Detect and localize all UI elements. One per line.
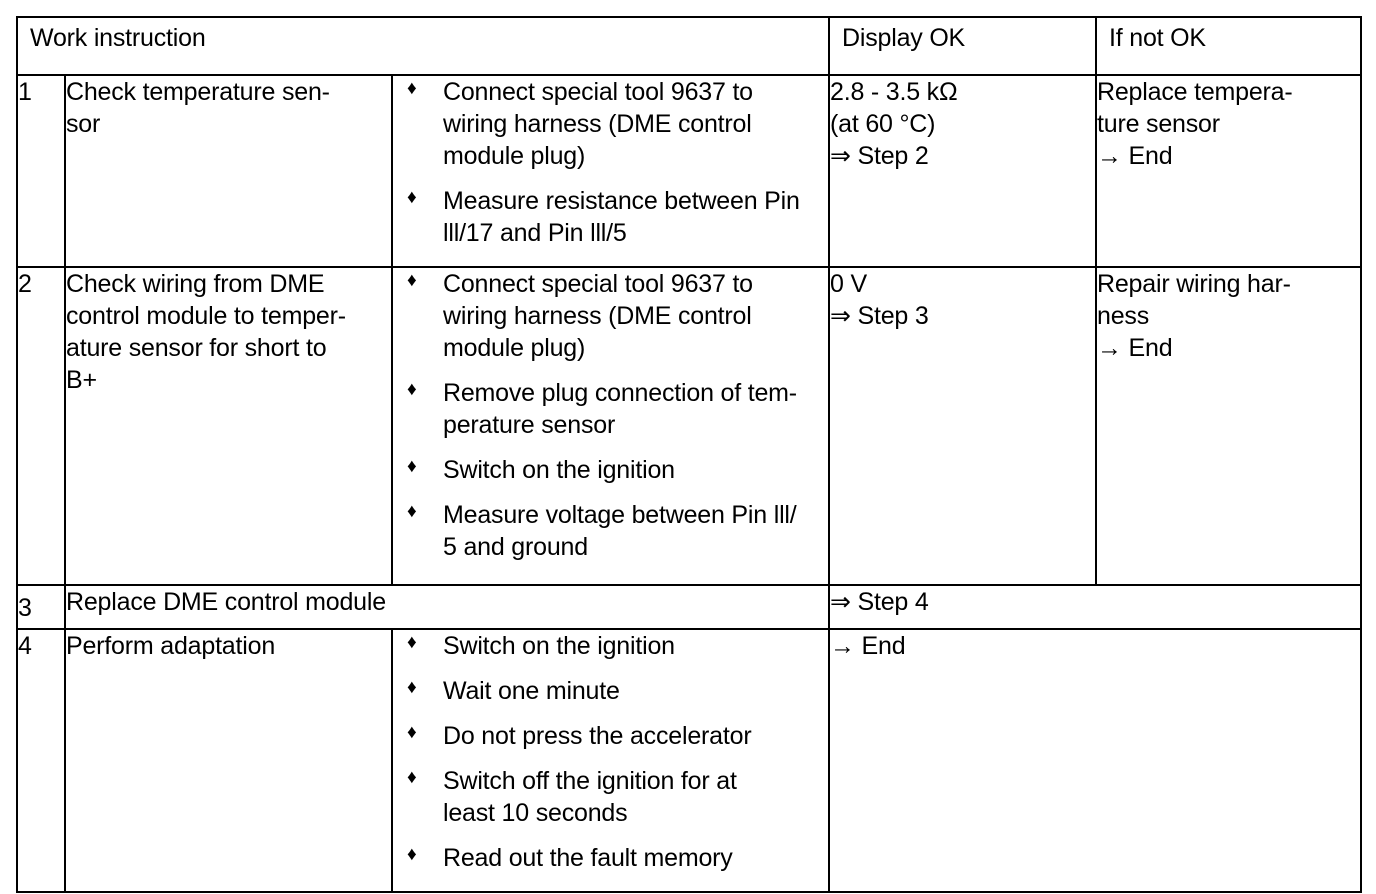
step-actions: ♦ Switch on the ignition ♦ Wait one minu… — [391, 628, 830, 893]
list-item-text: Wait one minute — [443, 677, 620, 705]
list-item: ♦ Measure resistance between Pin lll/17 … — [393, 185, 828, 249]
list-item-text: Connect special tool 9637 to wiring harn… — [443, 78, 753, 170]
step-result-merged: → End — [828, 628, 1362, 893]
if-not-ok-lines: Replace tempera- ture sensor → End — [1097, 76, 1360, 172]
list-item-text: Switch off the ignition for at least 10 … — [443, 767, 737, 827]
list-item: ♦ Read out the fault memory — [393, 842, 828, 874]
diamond-bullet-icon: ♦ — [407, 78, 417, 99]
step-task: Check wiring from DME control module to … — [64, 266, 393, 586]
work-instruction-table: Work instruction Display OK If not OK 1 … — [16, 16, 1362, 893]
if-not-ok-line-2: ness — [1097, 302, 1150, 330]
list-item-text: Measure resistance between Pin lll/17 an… — [443, 187, 800, 247]
list-item: ♦ Switch off the ignition for at least 1… — [393, 765, 828, 829]
diamond-bullet-icon: ♦ — [407, 187, 417, 208]
diamond-bullet-icon: ♦ — [407, 270, 417, 291]
diamond-bullet-icon: ♦ — [407, 767, 417, 788]
list-item-text: Remove plug connection of tem- perature … — [443, 379, 797, 439]
step-task-merged: Replace DME control module — [64, 584, 830, 630]
display-ok-line-2: ⇒ Step 3 — [830, 302, 929, 330]
list-item-text: Measure voltage between Pin lll/ 5 and g… — [443, 501, 797, 561]
list-item-text: Switch on the ignition — [443, 632, 675, 660]
bullet-list: ♦ Switch on the ignition ♦ Wait one minu… — [393, 630, 828, 874]
if-not-ok-line-3: → End — [1097, 334, 1173, 362]
table-header-row: Work instruction Display OK If not OK — [16, 16, 1362, 76]
diamond-bullet-icon: ♦ — [407, 632, 417, 653]
table-row: 1 Check temperature sen- sor ♦ Connect s… — [16, 74, 1362, 268]
if-not-ok-line-1: Repair wiring har- — [1097, 270, 1291, 298]
if-not-ok-lines: Repair wiring har- ness → End — [1097, 268, 1360, 364]
list-item: ♦ Wait one minute — [393, 675, 828, 707]
header-work-instruction: Work instruction — [16, 16, 830, 76]
step-number: 2 — [16, 266, 66, 586]
step-number: 4 — [16, 628, 66, 893]
step-number: 3 — [16, 584, 66, 630]
display-ok-line-1: 0 V — [830, 270, 867, 298]
step-display-ok: 0 V ⇒ Step 3 — [828, 266, 1097, 586]
list-item: ♦ Remove plug connection of tem- peratur… — [393, 377, 828, 441]
if-not-ok-line-3: → End — [1097, 142, 1173, 170]
table-row: 4 Perform adaptation ♦ Switch on the ign… — [16, 628, 1362, 893]
if-not-ok-line-2: ture sensor — [1097, 110, 1220, 138]
table-row: 3 Replace DME control module ⇒ Step 4 — [16, 584, 1362, 630]
diamond-bullet-icon: ♦ — [407, 722, 417, 743]
diamond-bullet-icon: ♦ — [407, 844, 417, 865]
step-task: Perform adaptation — [64, 628, 393, 893]
diamond-bullet-icon: ♦ — [407, 677, 417, 698]
diamond-bullet-icon: ♦ — [407, 501, 417, 522]
diamond-bullet-icon: ♦ — [407, 379, 417, 400]
list-item: ♦ Measure voltage between Pin lll/ 5 and… — [393, 499, 828, 563]
list-item-text: Connect special tool 9637 to wiring harn… — [443, 270, 753, 362]
list-item-text: Read out the fault memory — [443, 844, 733, 872]
step-task: Check temperature sen- sor — [64, 74, 393, 268]
step-if-not-ok: Replace tempera- ture sensor → End — [1095, 74, 1362, 268]
diamond-bullet-icon: ♦ — [407, 456, 417, 477]
list-item: ♦ Switch on the ignition — [393, 454, 828, 486]
list-item-text: Switch on the ignition — [443, 456, 675, 484]
header-display-ok: Display OK — [828, 16, 1097, 76]
display-ok-line-3: ⇒ Step 2 — [830, 142, 929, 170]
step-actions: ♦ Connect special tool 9637 to wiring ha… — [391, 266, 830, 586]
step-display-ok: 2.8 - 3.5 kΩ (at 60 °C) ⇒ Step 2 — [828, 74, 1097, 268]
bullet-list: ♦ Connect special tool 9637 to wiring ha… — [393, 268, 828, 563]
list-item: ♦ Connect special tool 9637 to wiring ha… — [393, 76, 828, 172]
table-row: 2 Check wiring from DME control module t… — [16, 266, 1362, 586]
step-actions: ♦ Connect special tool 9637 to wiring ha… — [391, 74, 830, 268]
header-if-not-ok: If not OK — [1095, 16, 1362, 76]
list-item: ♦ Connect special tool 9637 to wiring ha… — [393, 268, 828, 364]
display-ok-lines: 2.8 - 3.5 kΩ (at 60 °C) ⇒ Step 2 — [830, 76, 1095, 172]
list-item: ♦ Do not press the accelerator — [393, 720, 828, 752]
list-item-text: Do not press the accelerator — [443, 722, 752, 750]
display-ok-line-1: 2.8 - 3.5 kΩ — [830, 78, 958, 106]
bullet-list: ♦ Connect special tool 9637 to wiring ha… — [393, 76, 828, 249]
step-number: 1 — [16, 74, 66, 268]
display-ok-lines: 0 V ⇒ Step 3 — [830, 268, 1095, 332]
if-not-ok-line-1: Replace tempera- — [1097, 78, 1293, 106]
display-ok-line-2: (at 60 °C) — [830, 110, 936, 138]
step-result-merged: ⇒ Step 4 — [828, 584, 1362, 630]
list-item: ♦ Switch on the ignition — [393, 630, 828, 662]
step-if-not-ok: Repair wiring har- ness → End — [1095, 266, 1362, 586]
